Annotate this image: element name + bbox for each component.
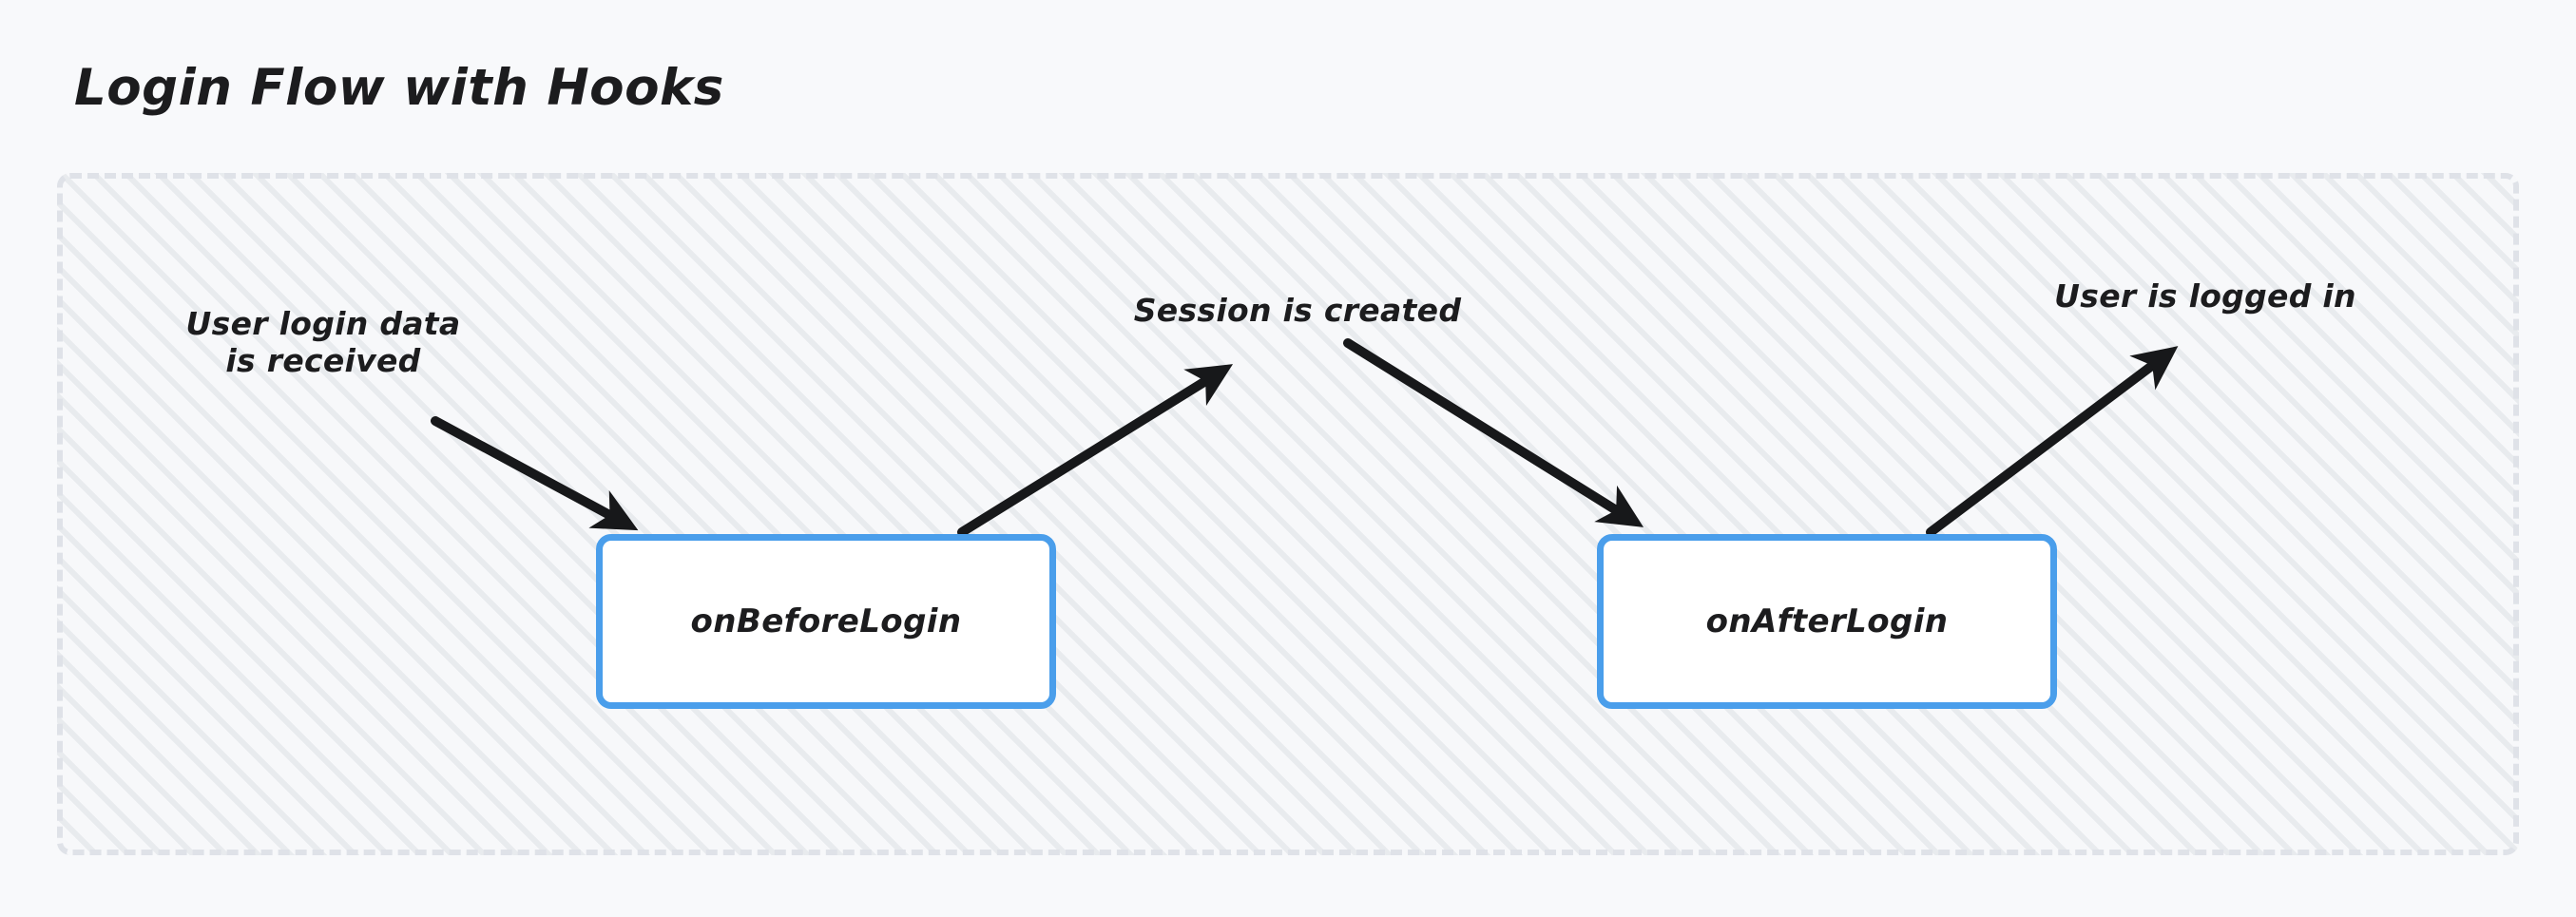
- page-title: Login Flow with Hooks: [74, 59, 724, 117]
- node-on-after-login[interactable]: onAfterLogin: [1597, 534, 2057, 709]
- node-label-on-after-login: onAfterLogin: [1705, 602, 1949, 640]
- node-on-before-login[interactable]: onBeforeLogin: [596, 534, 1056, 709]
- edge-label-user-logged-in: User is logged in: [2054, 277, 2356, 315]
- edge-label-login-data: User login data is received: [185, 305, 461, 379]
- edge-label-session-created: Session is created: [1133, 292, 1462, 329]
- node-label-on-before-login: onBeforeLogin: [690, 602, 962, 640]
- diagram-group-container: [57, 173, 2519, 855]
